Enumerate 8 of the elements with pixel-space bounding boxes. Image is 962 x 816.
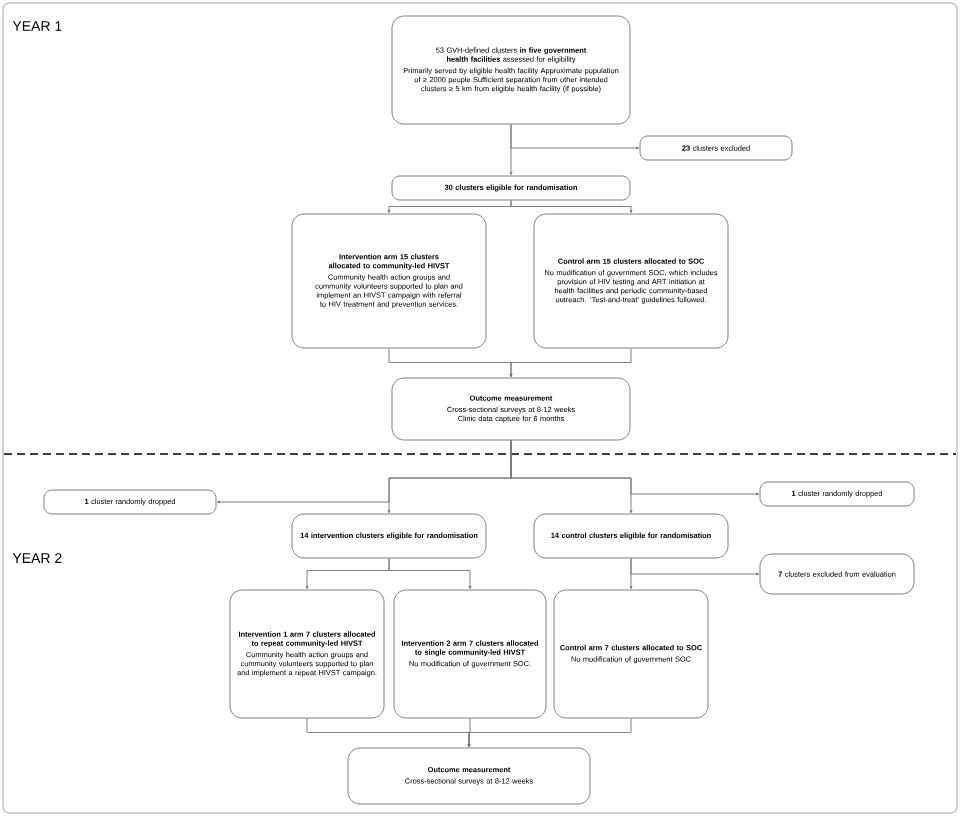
arrow: [510, 200, 633, 214]
arrow: [467, 718, 632, 748]
arrow: [510, 440, 633, 514]
arrow: [509, 348, 632, 378]
arrow: [387, 200, 512, 214]
arrow: [388, 558, 472, 590]
arrow: [510, 124, 640, 150]
arrow: [630, 558, 760, 576]
